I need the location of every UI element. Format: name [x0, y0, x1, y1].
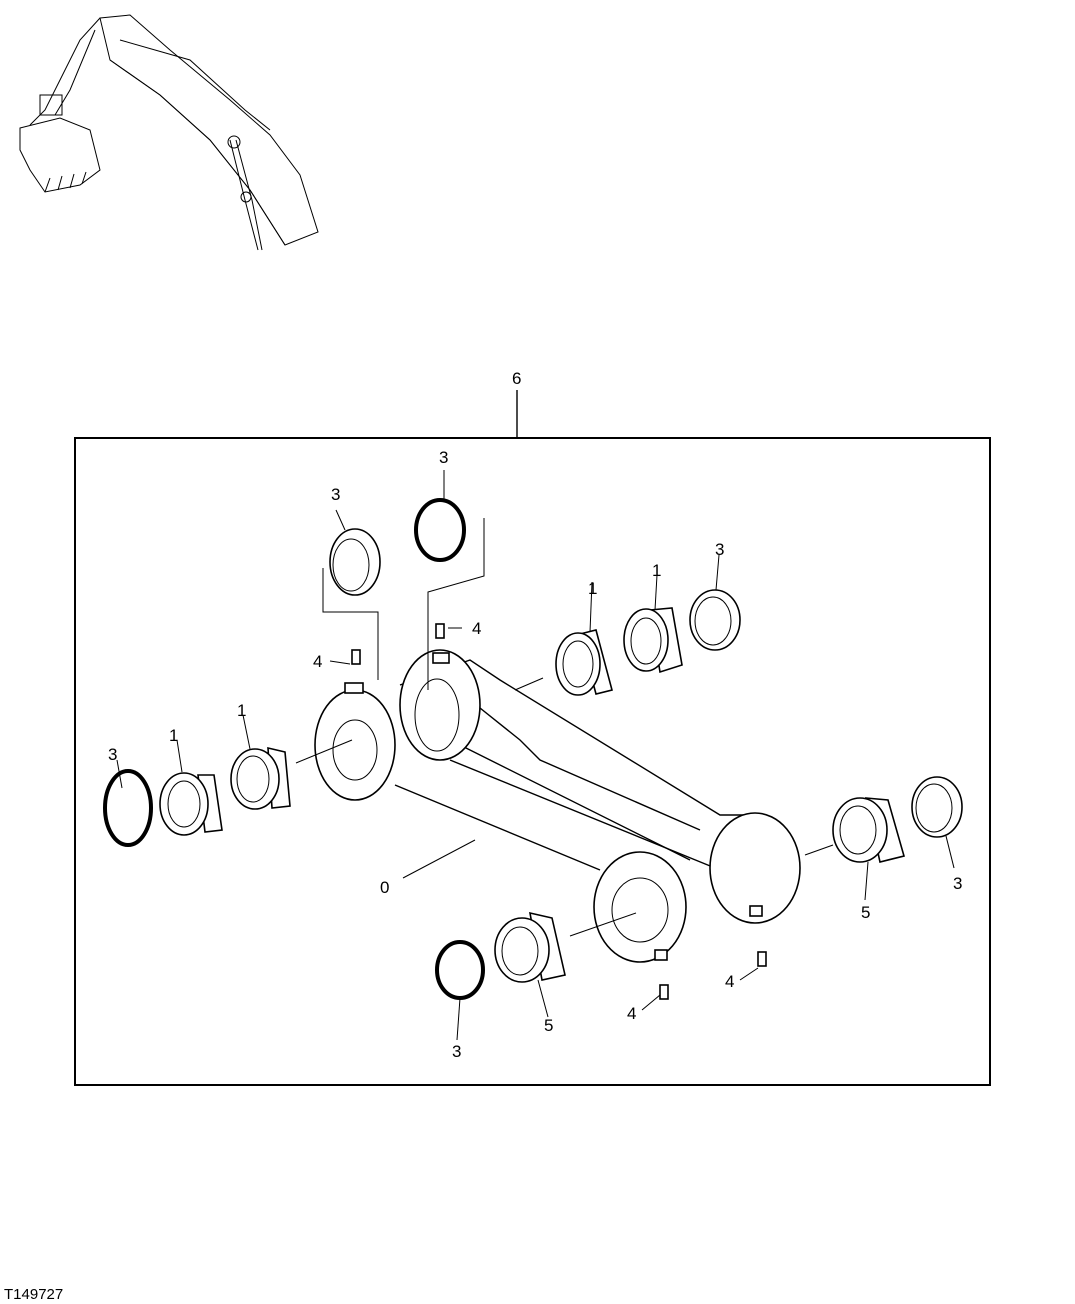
callout-1-left-a: 1	[169, 726, 178, 745]
callout-4-bottom: 4	[627, 1004, 636, 1023]
callout-1-left-b: 1	[237, 701, 246, 720]
callout-5-bottom: 5	[544, 1016, 553, 1035]
grease-fittings-part-4	[344, 623, 767, 1000]
callout-0: 0	[380, 878, 389, 897]
leader-lines	[116, 470, 955, 1041]
callout-3-right: 3	[953, 874, 962, 893]
callout-3-upper-right: 3	[715, 540, 724, 559]
callout-3-top: 3	[439, 448, 448, 467]
collar-bushings-part-5	[494, 797, 905, 983]
callout-3-left: 3	[108, 745, 117, 764]
excavator-locator-illustration	[19, 14, 319, 251]
callout-3-bottom: 3	[452, 1042, 461, 1061]
callout-1-upper-a: 1	[588, 579, 597, 598]
callout-4-left: 4	[313, 652, 322, 671]
bushings-part-1	[159, 607, 683, 836]
callout-1-upper-b: 1	[652, 561, 661, 580]
callout-6: 6	[512, 369, 521, 388]
seal-rings-part-3	[103, 498, 963, 1000]
callout-3-top-left: 3	[331, 485, 340, 504]
link-body-part-0	[314, 649, 801, 963]
figure-id: T149727	[4, 1286, 63, 1303]
callout-4-top: 4	[472, 619, 481, 638]
kit-boundary-frame	[74, 437, 991, 1086]
callout-5-right: 5	[861, 903, 870, 922]
callout-4-bottom-right: 4	[725, 972, 734, 991]
